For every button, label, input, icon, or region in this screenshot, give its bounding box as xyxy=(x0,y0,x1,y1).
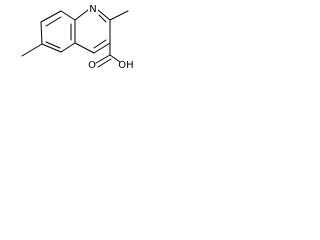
methyl-bond-right xyxy=(109,10,129,21)
bond xyxy=(97,9,111,21)
oxygen-label: O xyxy=(88,60,96,71)
carbonyl-bond-inner xyxy=(97,58,112,68)
hydroxyl-label: OH xyxy=(118,60,133,71)
methyl-bond-left xyxy=(21,43,43,57)
bond xyxy=(93,42,111,54)
molecule-diagram: N O OH xyxy=(21,2,134,71)
bond xyxy=(40,10,62,23)
nitrogen-label: N xyxy=(89,4,96,15)
bond xyxy=(74,42,95,54)
carbonyl-bond xyxy=(95,54,111,64)
bond-inner xyxy=(93,39,107,49)
bond xyxy=(60,10,76,21)
bond-inner xyxy=(45,41,61,49)
bond xyxy=(74,9,89,21)
label-background xyxy=(88,2,98,15)
bond xyxy=(40,21,43,45)
bond xyxy=(41,43,62,53)
structure-canvas: N O OH xyxy=(0,0,136,73)
hydroxyl-bond xyxy=(109,54,121,63)
bond-inner xyxy=(98,14,107,23)
bond-inner xyxy=(45,16,62,27)
bond xyxy=(60,42,76,53)
